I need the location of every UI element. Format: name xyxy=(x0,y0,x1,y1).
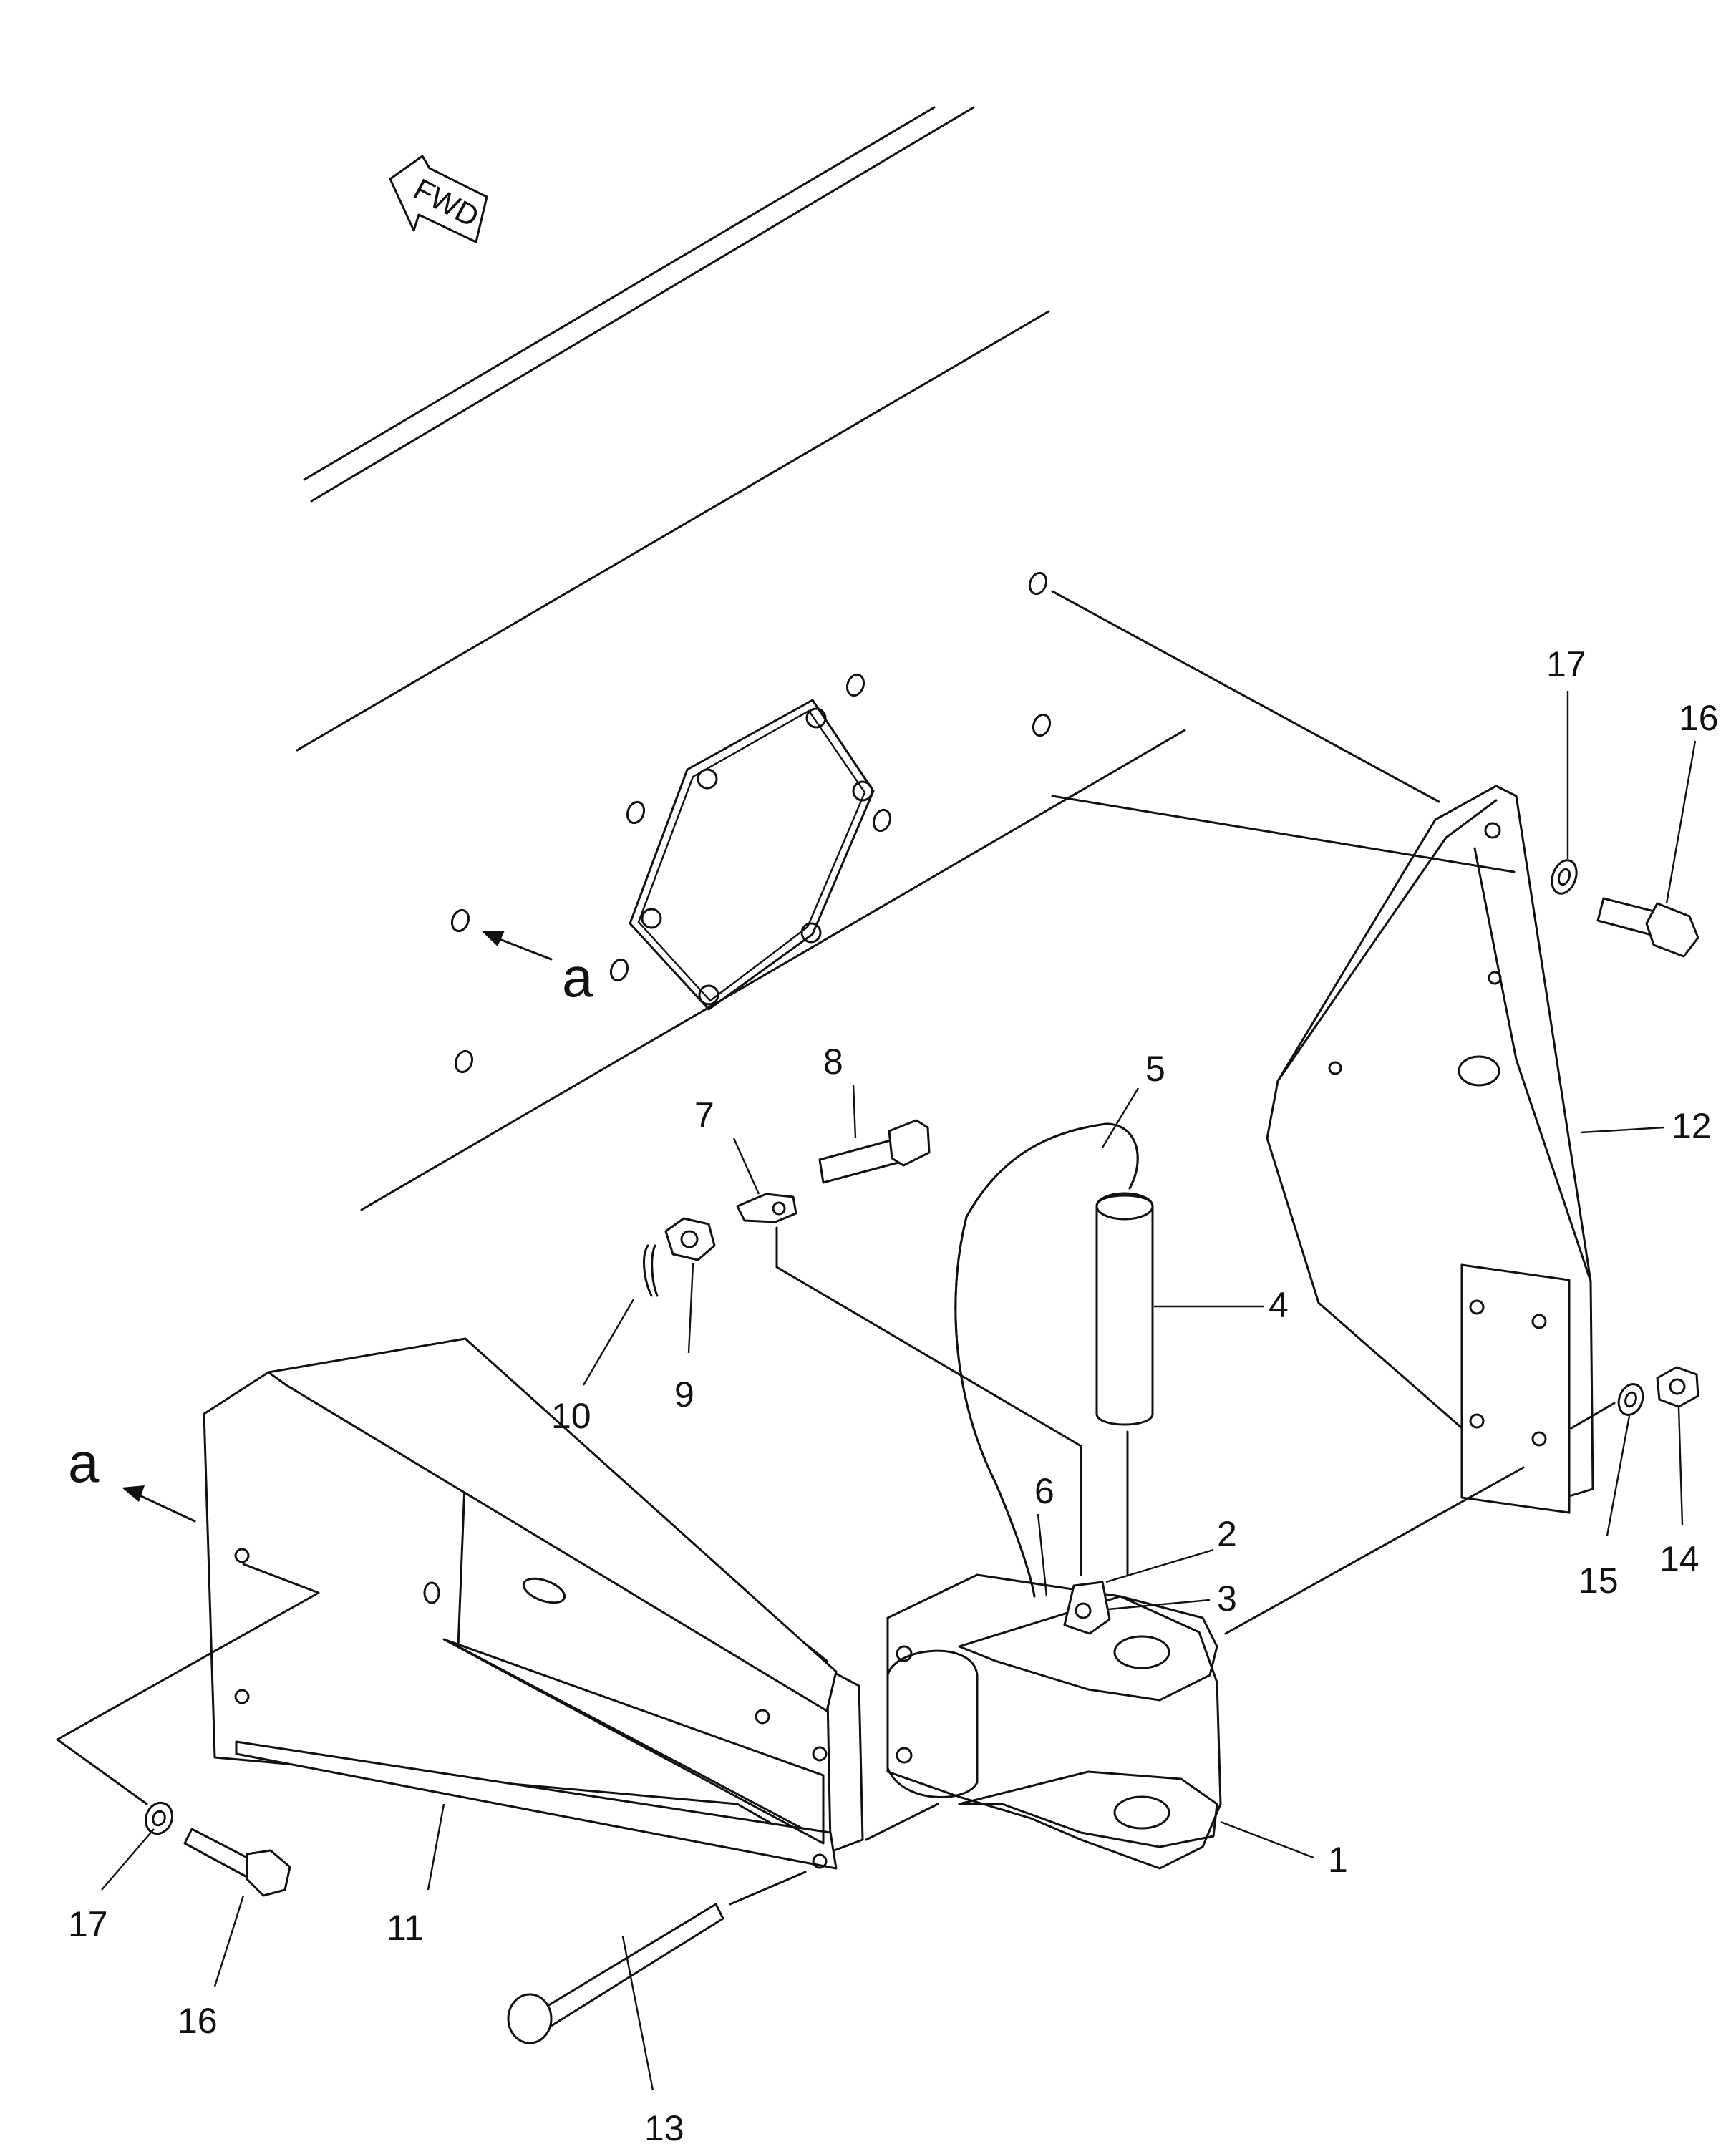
pin-clip xyxy=(1063,1581,1111,1635)
callout-11: 11 xyxy=(387,1908,424,1948)
frame-rails xyxy=(296,106,1186,1211)
callout-14: 14 xyxy=(1659,1539,1699,1579)
assembly-guide-lines xyxy=(56,590,1616,1906)
callout-16-left: 16 xyxy=(178,2001,218,2041)
callout-2: 2 xyxy=(1217,1514,1237,1554)
left-bracket xyxy=(203,1337,864,1870)
callout-13: 13 xyxy=(644,2108,684,2144)
callout-leaders xyxy=(101,691,1697,2091)
washer-right-top xyxy=(1551,859,1578,895)
callout-15: 15 xyxy=(1579,1561,1619,1601)
cotter-pin xyxy=(643,1244,659,1297)
frame-mounting-holes xyxy=(450,571,1052,1074)
callout-7: 7 xyxy=(694,1095,714,1135)
view-a-label-bottom: a xyxy=(68,1431,100,1494)
long-bolt xyxy=(507,1903,724,2044)
hex-cover-plate xyxy=(629,699,875,1011)
callout-6: 6 xyxy=(1034,1471,1054,1511)
drawbar-hook xyxy=(886,1573,1222,1870)
washer-left xyxy=(144,1801,174,1835)
callout-4: 4 xyxy=(1269,1285,1289,1325)
callout-12: 12 xyxy=(1672,1106,1712,1146)
callout-1: 1 xyxy=(1328,1840,1348,1880)
callout-5: 5 xyxy=(1145,1049,1165,1089)
stopper-plate xyxy=(736,1193,797,1223)
callout-9: 9 xyxy=(674,1374,694,1415)
castle-nut xyxy=(664,1217,716,1261)
hex-bolt-left xyxy=(183,1828,291,1897)
callout-16-right: 16 xyxy=(1679,698,1719,738)
view-a-arrow-bottom: a xyxy=(68,1431,196,1523)
callout-17-left: 17 xyxy=(68,1904,108,1944)
guide-line-stopper xyxy=(775,1226,1082,1576)
callout-3: 3 xyxy=(1217,1578,1237,1619)
callout-8: 8 xyxy=(823,1042,843,1082)
hex-bolt-8 xyxy=(818,1119,931,1184)
callout-10: 10 xyxy=(551,1396,591,1436)
callout-labels: 1 2 3 4 5 6 7 8 9 10 11 12 13 14 15 16 1… xyxy=(68,644,1719,2144)
drawbar-pin xyxy=(1095,1192,1154,1576)
fwd-arrow-icon: FWD xyxy=(389,155,488,243)
callout-17-right: 17 xyxy=(1546,644,1586,684)
right-bracket xyxy=(1266,785,1594,1514)
view-a-label-top: a xyxy=(562,946,593,1009)
view-a-arrow-top: a xyxy=(481,931,593,1009)
hex-bolt-right xyxy=(1596,897,1699,958)
washer-right-bottom xyxy=(1617,1383,1644,1416)
nut-right xyxy=(1656,1366,1699,1408)
